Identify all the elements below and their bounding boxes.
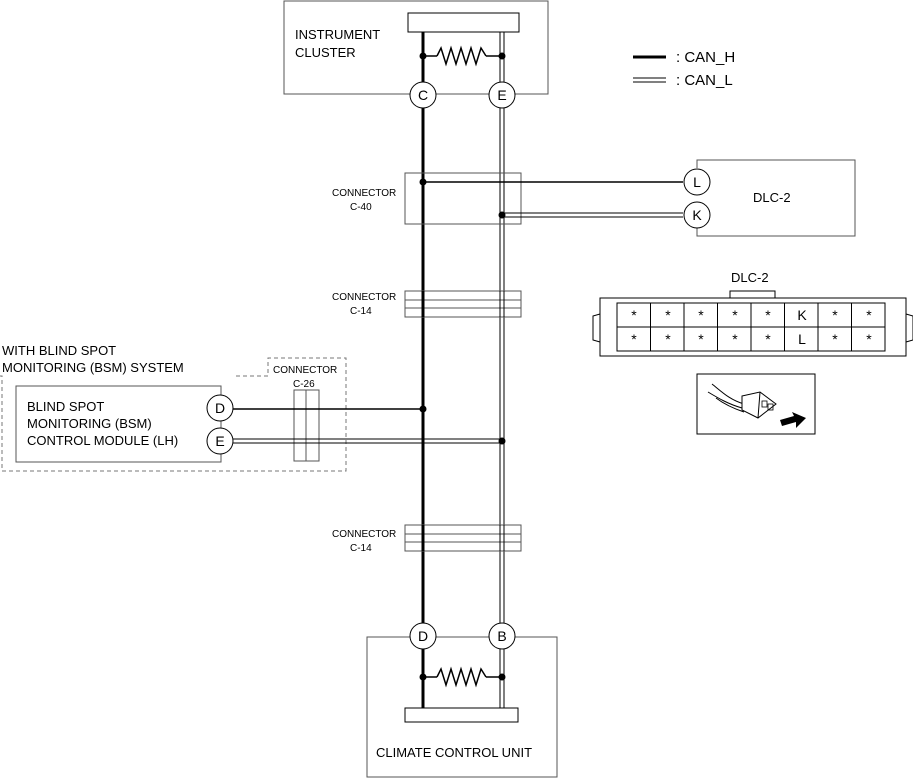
connector-plug-icon-edge [757, 391, 761, 419]
bsm-system-label-1: WITH BLIND SPOT [2, 343, 116, 358]
dlc2-face-cell: * [665, 307, 671, 323]
bsm-module-label-1: BLIND SPOT [27, 399, 104, 414]
instrument-cluster-label-1: INSTRUMENT [295, 27, 380, 42]
connector-c40-label-1: CONNECTOR [332, 188, 396, 199]
dlc2-face-cell: * [765, 331, 771, 347]
bsm-pin-e-circle [206, 427, 234, 455]
dlc2-face-latch [729, 290, 776, 298]
bsm-module-label-3: CONTROL MODULE (LH) [27, 433, 178, 448]
dlc2-box [696, 159, 856, 237]
connector-c40-box [404, 172, 522, 225]
dlc2-face-cell: * [832, 331, 838, 347]
termination-resistor-icon [436, 45, 487, 67]
dlc2-face-top-row: * * * * * K * * [631, 307, 872, 323]
connector-c14-lower: CONNECTOR C-14 [332, 524, 522, 554]
climate-pin-b-label: B [497, 628, 506, 644]
harness-wire-icon [707, 391, 743, 409]
dlc2-pin-k-circle [683, 201, 711, 229]
termination-resistor-icon [436, 666, 487, 688]
junction-dot [498, 673, 506, 681]
connector-c14-lower-label-2: C-14 [350, 543, 372, 554]
dlc2-face-cell: * [698, 307, 704, 323]
dlc2-face-cell: L [798, 331, 806, 347]
view-direction-arrow-icon [780, 412, 806, 428]
dlc2-face-bottom-row: * * * * * L * * [631, 331, 872, 347]
dlc2-label: DLC-2 [753, 190, 791, 205]
bsm-system-label-2: MONITORING (BSM) SYSTEM [2, 360, 184, 375]
bsm-system: WITH BLIND SPOT MONITORING (BSM) SYSTEM … [0, 343, 506, 472]
bsm-module-label-2: MONITORING (BSM) [27, 416, 152, 431]
instrument-cluster-label-2: CLUSTER [295, 45, 356, 60]
connector-c40-label-2: C-40 [350, 202, 372, 213]
legend-can-l-label: : CAN_L [676, 72, 733, 89]
junction-dot [419, 52, 427, 60]
dlc2-face-cell: * [732, 307, 738, 323]
climate-terminal-block [404, 707, 519, 723]
climate-pin-d-label: D [418, 628, 428, 644]
junction-dot [419, 673, 427, 681]
dlc2-face-cell: * [765, 307, 771, 323]
dlc2-pin-l-circle [683, 168, 711, 196]
bsm-system-dashed-boundary [0, 357, 347, 472]
pin-e-label: E [497, 87, 506, 103]
junction-dot [498, 52, 506, 60]
bsm-pin-d-circle [206, 394, 234, 422]
dlc2-connector: DLC-2 L K [419, 159, 856, 237]
dlc2-face-view: DLC-2 * * * * * K * * * * * * * L * * [592, 270, 913, 357]
connector-c40: CONNECTOR C-40 [332, 172, 522, 225]
bsm-pin-d-label: D [215, 400, 225, 416]
climate-pin-d-circle [409, 622, 437, 650]
pin-c-label: C [418, 87, 428, 103]
connector-c14-upper-label-1: CONNECTOR [332, 292, 396, 303]
instrument-cluster: INSTRUMENT CLUSTER C E [283, 0, 549, 109]
dlc2-pin-k-label: K [692, 207, 702, 223]
climate-control-label: CLIMATE CONTROL UNIT [376, 745, 532, 760]
harness-wire-icon [715, 397, 745, 413]
connector-plug-icon-cavity [761, 400, 768, 408]
connector-c14-lower-label-1: CONNECTOR [332, 529, 396, 540]
junction-dot [498, 437, 506, 445]
bsm-module-box [15, 385, 222, 463]
dlc2-face-right-lug [905, 313, 913, 343]
dlc2-pin-l-label: L [693, 174, 701, 190]
legend-can-h-label: : CAN_H [676, 49, 735, 66]
dlc2-face-cell: K [797, 307, 807, 323]
dlc2-face-cell: * [631, 331, 637, 347]
connector-c26-label-1: CONNECTOR [273, 365, 337, 376]
dlc2-face-cell: * [866, 307, 872, 323]
connector-c14-upper: CONNECTOR C-14 [332, 290, 522, 318]
bsm-pin-e-label: E [215, 433, 224, 449]
dlc2-face-cell: * [866, 331, 872, 347]
climate-control-unit: D B CLIMATE CONTROL UNIT [366, 622, 558, 778]
climate-pin-b-circle [488, 622, 516, 650]
dlc2-face-title: DLC-2 [731, 270, 769, 285]
dlc2-face-cell: * [832, 307, 838, 323]
climate-control-box [366, 636, 558, 778]
junction-dot [419, 405, 427, 413]
dlc2-face-cell: * [698, 331, 704, 347]
dlc2-face-cell: * [665, 331, 671, 347]
pin-e-circle [488, 81, 516, 109]
dlc2-face-cell: * [732, 331, 738, 347]
connector-c26-label-2: C-26 [293, 379, 315, 390]
connector-view-icon [696, 373, 816, 435]
dlc2-face-cell: * [631, 307, 637, 323]
instrument-cluster-terminal-block [407, 12, 520, 33]
harness-wire-icon [711, 383, 745, 405]
connector-plug-icon-cavity [767, 403, 774, 411]
legend: : CAN_H : CAN_L [633, 49, 735, 89]
connector-c14-upper-label-2: C-14 [350, 306, 372, 317]
junction-dot [498, 211, 506, 219]
junction-dot [419, 178, 427, 186]
dlc2-face-grid-lines [617, 303, 885, 351]
dlc2-face-left-lug [592, 313, 601, 343]
